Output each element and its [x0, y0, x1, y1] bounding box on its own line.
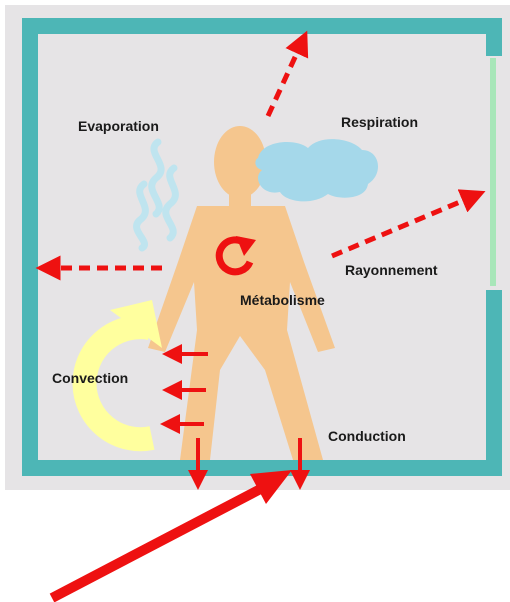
label-conduction: Conduction: [328, 428, 406, 444]
window: [490, 58, 496, 286]
room-wall-right-lower: [486, 290, 502, 476]
room-wall-left: [22, 18, 38, 476]
breath-cloud-icon: [255, 139, 378, 201]
label-respiration: Respiration: [341, 114, 418, 130]
label-convection: Convection: [52, 370, 128, 386]
room-wall-top: [22, 18, 502, 34]
label-evaporation: Evaporation: [78, 118, 159, 134]
label-metabolisme: Métabolisme: [240, 292, 325, 308]
label-rayonnement: Rayonnement: [345, 262, 438, 278]
room-wall-right-upper: [486, 18, 502, 56]
